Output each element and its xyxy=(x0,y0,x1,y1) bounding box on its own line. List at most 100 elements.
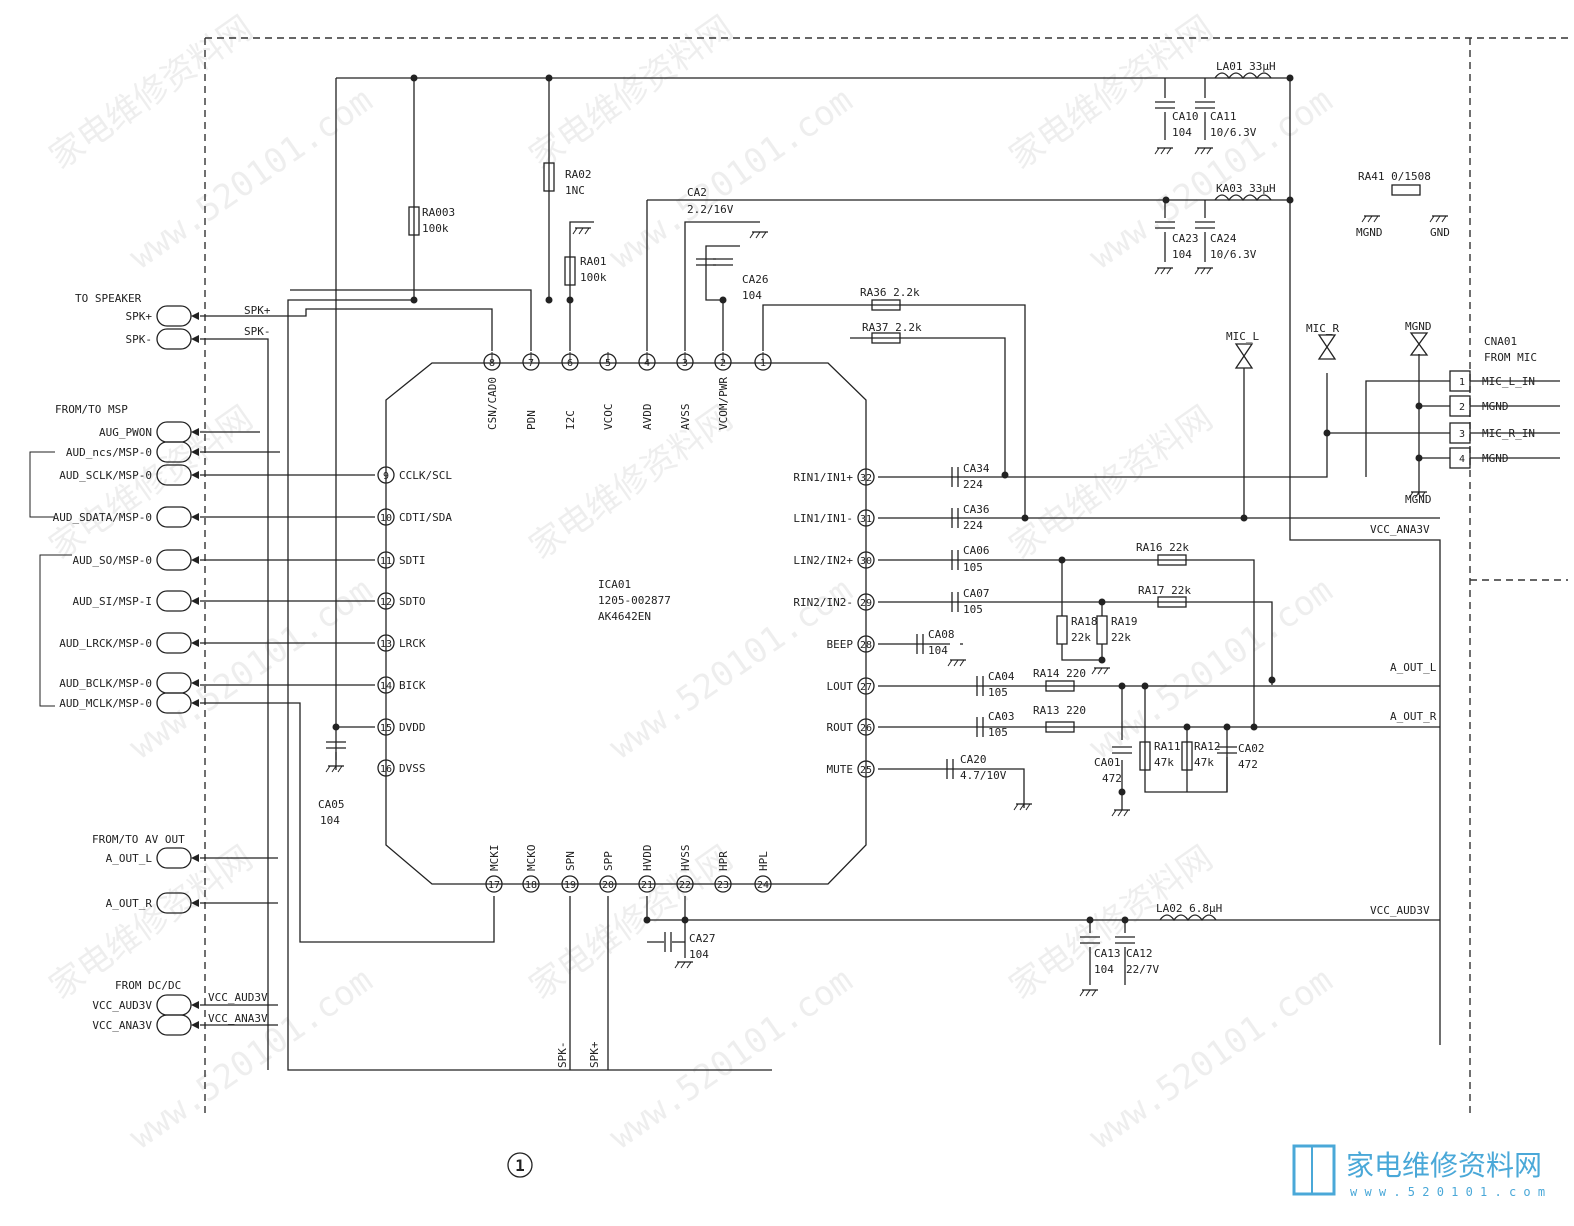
watermark-url: www.520101.com xyxy=(1082,570,1340,767)
pin-number: 16 xyxy=(380,764,392,775)
pin-number: 32 xyxy=(860,473,872,484)
cna01-pin-box xyxy=(1449,395,1471,417)
pin-name: RIN2/IN2- xyxy=(793,596,853,609)
pin-name: VCOC xyxy=(602,404,615,431)
left-connectors: SPK+SPK-AUG_PWONAUD_ncs/MSP-0AUD_SCLK/MS… xyxy=(29,305,199,1036)
cna01-pin-number: 4 xyxy=(1459,454,1465,465)
mic-r-diode xyxy=(1317,334,1337,360)
pin-number: 4 xyxy=(644,358,650,369)
av-connector-oval xyxy=(156,847,192,869)
net-vcc-aud3v-left: VCC_AUD3V xyxy=(208,991,268,1004)
ground-icon xyxy=(680,961,686,969)
chip-part: 1205-002877 xyxy=(598,594,671,607)
pin-name: HPR xyxy=(717,851,730,871)
ground-icon xyxy=(1013,803,1019,811)
pin-circle xyxy=(599,353,617,371)
ground-icon xyxy=(1420,491,1426,499)
pin-number: 21 xyxy=(641,880,653,891)
pin-number: 12 xyxy=(380,597,392,608)
pin-circle xyxy=(377,592,395,610)
pin-name: PDN xyxy=(525,410,538,430)
junction-dot xyxy=(681,916,689,924)
ca07-ref: CA07 xyxy=(963,587,990,600)
pin-name: MCKO xyxy=(525,845,538,872)
ra12-value: 47k xyxy=(1194,756,1214,769)
ra19-ref: RA19 xyxy=(1111,615,1138,628)
ground-icon xyxy=(1166,147,1172,155)
junction-dot xyxy=(1415,454,1423,462)
pin-circle xyxy=(857,551,875,569)
ground-icon xyxy=(1091,667,1097,675)
ca34-ref: CA34 xyxy=(963,462,990,475)
pin-number: 13 xyxy=(380,639,392,650)
pin-name: RIN1/IN1+ xyxy=(793,471,853,484)
ra02-ref: RA02 xyxy=(565,168,592,181)
pin-number: 18 xyxy=(525,880,537,891)
pin-number: 7 xyxy=(528,358,534,369)
junction-dot xyxy=(1250,723,1258,731)
speaker-connector-oval xyxy=(156,328,192,350)
resistor-ra19 xyxy=(1096,615,1108,645)
ra18-ref: RA18 xyxy=(1071,615,1098,628)
ground-icon xyxy=(1441,215,1447,223)
pin-name: I2C xyxy=(564,410,577,430)
ca13-ref: CA13 xyxy=(1094,947,1121,960)
pin-circle xyxy=(561,353,579,371)
junction-dot xyxy=(1183,723,1191,731)
pin-circle xyxy=(714,875,732,893)
watermark-cn: 家电维修资料网 xyxy=(42,8,260,177)
cna01-pin-box xyxy=(1449,422,1471,444)
ra13-label: RA13 220 xyxy=(1033,704,1086,717)
ground-icon xyxy=(761,231,767,239)
ground-icon xyxy=(1025,803,1031,811)
ground-icon xyxy=(1361,215,1367,223)
pin-circle xyxy=(377,759,395,777)
ra01-ref: RA01 xyxy=(580,255,607,268)
inductor-ka03 xyxy=(1214,194,1272,202)
net-spk-minus-vert: SPK- xyxy=(556,1042,569,1069)
pin-circle xyxy=(714,353,732,371)
ground-icon xyxy=(1206,267,1212,275)
watermark-cn: 家电维修资料网 xyxy=(42,398,260,567)
msp-header: FROM/TO MSP xyxy=(55,403,128,416)
chip-name: AK4642EN xyxy=(598,610,651,623)
resistor-ra12 xyxy=(1181,741,1193,771)
watermark-cn: 家电维修资料网 xyxy=(1002,838,1220,1007)
ca01-ref: CA01 xyxy=(1094,756,1121,769)
pin-circle xyxy=(857,468,875,486)
cna01-pin-number: 2 xyxy=(1459,402,1465,413)
pin-number: 14 xyxy=(380,681,392,692)
pin-name: LIN1/IN1- xyxy=(793,512,853,525)
ground-icon xyxy=(1429,215,1435,223)
mgnd-diode xyxy=(1409,332,1429,356)
resistor-ra17 xyxy=(1157,596,1187,608)
pin-number: 29 xyxy=(860,598,872,609)
junction-dot xyxy=(1286,74,1294,82)
pin-name: AVSS xyxy=(679,404,692,431)
pin-name: CSN/CAD0 xyxy=(486,377,499,430)
av-connector-label: A_OUT_L xyxy=(106,852,153,865)
ground-icon xyxy=(1200,147,1206,155)
ground-icon xyxy=(331,765,337,773)
cna01-pin-number: 1 xyxy=(1459,377,1465,388)
resistor-ra02 xyxy=(543,162,555,192)
ground-icon xyxy=(1408,491,1414,499)
junction-dot xyxy=(1001,471,1009,479)
msp-connector-label: AUD_SDATA/MSP-0 xyxy=(53,511,152,524)
ca10-value: 104 xyxy=(1172,126,1192,139)
pin-circle xyxy=(522,353,540,371)
junction-dot xyxy=(1240,514,1248,522)
pin-name: HVDD xyxy=(641,845,654,872)
av-connector-arrow xyxy=(191,899,199,907)
msp-connector-arrow xyxy=(191,597,199,605)
ca36-value: 224 xyxy=(963,519,983,532)
ground-icon xyxy=(1194,147,1200,155)
ground-icon xyxy=(1435,215,1441,223)
dc-connector-oval xyxy=(156,994,192,1016)
pin-name: HPL xyxy=(757,851,770,871)
pin-name: AVDD xyxy=(641,404,654,431)
inductor-la02 xyxy=(1159,914,1217,922)
ground-icon xyxy=(572,227,578,235)
